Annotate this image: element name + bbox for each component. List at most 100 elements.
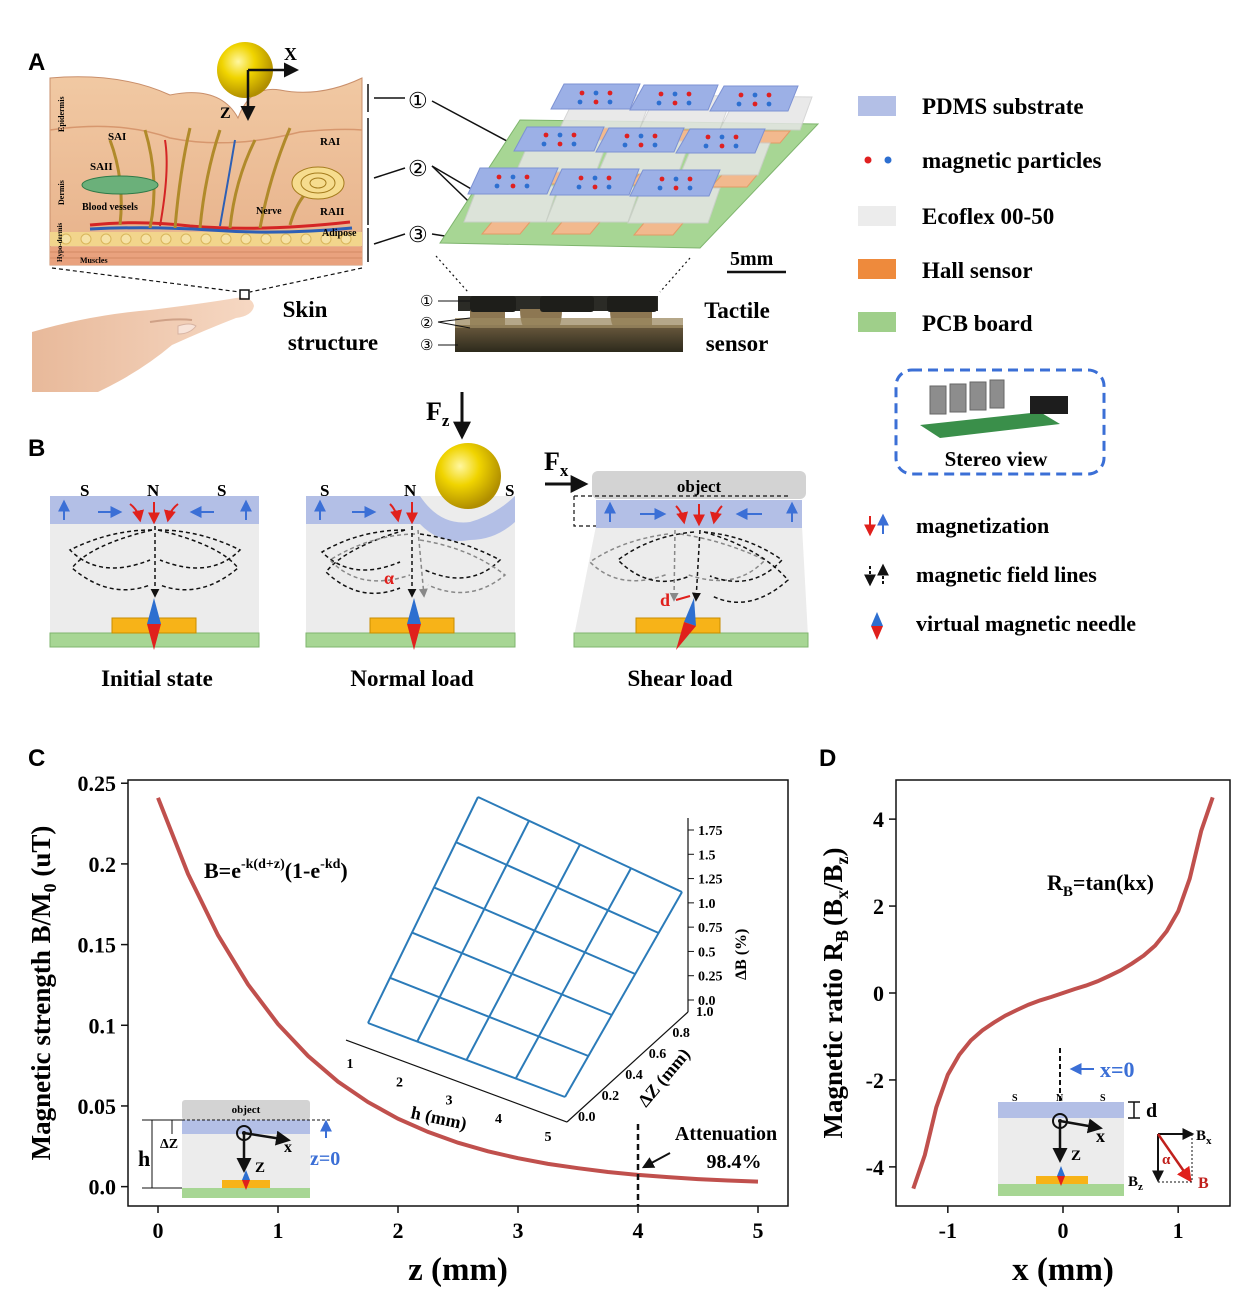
magnetic-particle: [606, 184, 612, 190]
photo-mark-3: ③: [420, 338, 433, 354]
inset-db-tick-label: 0.25: [698, 970, 723, 985]
y-tick-label: 0.25: [78, 771, 117, 796]
magnetic-particle: [673, 185, 679, 191]
inset-zlabel: ΔB (%): [733, 929, 750, 980]
surface-gridline: [564, 891, 683, 1098]
magnetic-particle: [524, 183, 530, 189]
magnetic-particle: [687, 185, 693, 191]
magnetic-particle: [733, 143, 739, 149]
y-tick-label: 0.2: [89, 852, 117, 877]
sensor-photo: [455, 296, 683, 352]
magnetic-particle: [579, 90, 585, 96]
chart-c-annotation-1: Attenuation: [675, 1123, 777, 1145]
layer-brackets: [367, 84, 406, 262]
magnetic-particle: [703, 143, 709, 149]
axis-x-label: X: [284, 44, 297, 64]
state-label-shear: Shear load: [627, 666, 732, 691]
tactile-sensor-label-2: sensor: [706, 331, 769, 356]
layer-label-dermis: Dermis: [57, 180, 66, 205]
chart-d-xlabel: x (mm): [1012, 1252, 1114, 1288]
panel-letter-a: A: [28, 49, 45, 76]
legend-label-magnetization: magnetization: [916, 513, 1049, 538]
magnetic-particle: [733, 134, 739, 140]
surface-gridline: [367, 796, 479, 1024]
surface-gridline: [389, 976, 589, 1057]
normal-pole-n: N: [404, 481, 417, 500]
inset-h-tick-label: 2: [396, 1075, 403, 1090]
magnetic-particle: [686, 91, 692, 97]
state-shear: object d Fx: [544, 447, 809, 650]
layer-mark-1: ①: [408, 88, 428, 113]
magnetic-particle: [752, 101, 758, 107]
inset-h-tick-label: 3: [446, 1094, 453, 1109]
magnetic-particle: [607, 90, 613, 96]
magnetic-particle: [638, 133, 644, 139]
inset-dz-tick-label: 1.0: [696, 1005, 714, 1020]
layer-mark-3: ③: [408, 222, 428, 247]
force-z-label: Fz: [426, 397, 450, 430]
chart-c-attenuation-arrow: [641, 1152, 671, 1169]
x-tick-label: 0: [153, 1218, 164, 1243]
magnetic-particle: [606, 175, 612, 181]
schem-d-z: Z: [1071, 1148, 1081, 1164]
magnetic-particle: [736, 101, 742, 107]
layer-label-epidermis: Epidermis: [57, 96, 66, 132]
receptor-label-adipose: Adipose: [322, 228, 357, 239]
magnetic-particle: [576, 184, 582, 190]
surface-gridline: [411, 931, 613, 1016]
chart-c-frame: [127, 779, 789, 1207]
receptor-label-raii: RAII: [320, 206, 344, 218]
magnetic-particle: [578, 175, 584, 181]
schem-c-z0: z=0: [310, 1148, 340, 1170]
schem-c-object: object: [232, 1104, 261, 1116]
legend-label-needle: virtual magnetic needle: [916, 611, 1136, 636]
chart-c-inset-surface: 123450.00.20.40.60.81.00.00.250.50.751.0…: [345, 796, 750, 1145]
x-tick-label: 4: [633, 1218, 644, 1243]
normal-alpha: α: [384, 568, 394, 588]
inset-h-tick-label: 5: [545, 1130, 552, 1145]
magnetic-particle: [592, 184, 598, 190]
magnetic-particle: [571, 132, 577, 138]
receptor-label-muscles: Muscles: [80, 256, 108, 265]
schem-d-bz: Bz: [1128, 1174, 1143, 1193]
magnetic-particle: [738, 92, 744, 98]
magnetic-particle: [656, 100, 662, 106]
schem-c-x: x: [284, 1139, 292, 1156]
axis-z-label: Z: [220, 105, 231, 122]
magnetic-particle-dots: [494, 90, 772, 191]
x-tick-label: 0: [1058, 1218, 1069, 1243]
photo-mark-1: ①: [420, 294, 433, 310]
chart-d-series-line: [911, 796, 1215, 1190]
inset-dz-tick-label: 0.4: [625, 1068, 643, 1083]
magnetic-particle: [543, 132, 549, 138]
tactile-sensor-array: [439, 83, 820, 249]
magnetic-particle: [652, 142, 658, 148]
magnetic-particle: [638, 142, 644, 148]
inset-db-tick-label: 0.75: [698, 921, 723, 936]
panel-letter-d: D: [819, 745, 836, 772]
y-tick-label: 0.15: [78, 933, 117, 958]
force-x-label: Fx: [544, 447, 569, 480]
surface-gridline: [416, 820, 530, 1042]
magnetic-particle: [524, 174, 530, 180]
schem-d-s1: S: [1012, 1093, 1018, 1104]
panel-letter-c: C: [28, 745, 45, 772]
schem-d-b: B: [1198, 1175, 1209, 1192]
stereo-view-box: Stereo view: [894, 368, 1106, 476]
skin-structure-diagram: SAI RAI SAII RAII Blood vessels Nerve Ad…: [49, 76, 363, 266]
inset-xlabel: h (mm): [409, 1102, 469, 1134]
magnetic-particle: [705, 134, 711, 140]
magnetic-particle: [624, 133, 630, 139]
y-tick-label: -2: [866, 1068, 884, 1093]
receptor-label-sai: SAI: [108, 131, 126, 143]
schem-d-x0: x=0: [1100, 1057, 1135, 1082]
magnetic-particle: [593, 99, 599, 105]
y-tick-label: -4: [866, 1155, 884, 1180]
legend-label-pdms: PDMS substrate: [922, 94, 1084, 119]
magnetic-particle: [510, 183, 516, 189]
receptor-label-nerve: Nerve: [256, 206, 282, 217]
layer-mark-2: ②: [408, 156, 428, 181]
